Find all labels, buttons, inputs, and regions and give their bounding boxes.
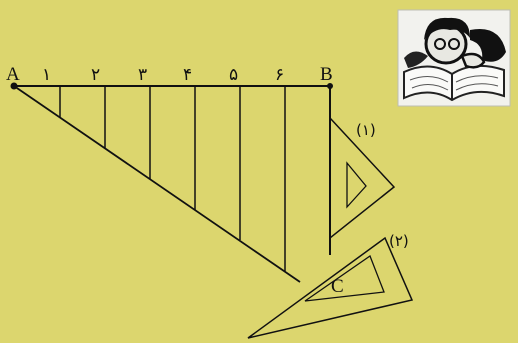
- division-label-1: ۱: [42, 65, 51, 85]
- label-point-b: B: [320, 64, 333, 85]
- person-reading-book-icon: [397, 9, 511, 107]
- set-square-2: [247, 236, 414, 339]
- label-point-c: C: [331, 276, 344, 297]
- division-label-2: ۲: [91, 65, 100, 85]
- label-point-a: A: [6, 64, 20, 85]
- division-label-3: ۳: [138, 65, 147, 85]
- division-label-5: ۵: [229, 65, 238, 85]
- label-set-square-1: (۱): [356, 121, 376, 139]
- point-b-marker: [327, 83, 333, 89]
- label-set-square-2: (۲): [389, 232, 409, 250]
- point-a-marker: [10, 82, 18, 90]
- set-square-1: [329, 116, 396, 240]
- set-square-1-cutout: [346, 161, 367, 209]
- diagonal-line: [13, 85, 301, 283]
- set-square-2-cutout: [304, 254, 385, 302]
- division-label-4: ۴: [183, 65, 192, 85]
- division-label-6: ۶: [275, 65, 284, 85]
